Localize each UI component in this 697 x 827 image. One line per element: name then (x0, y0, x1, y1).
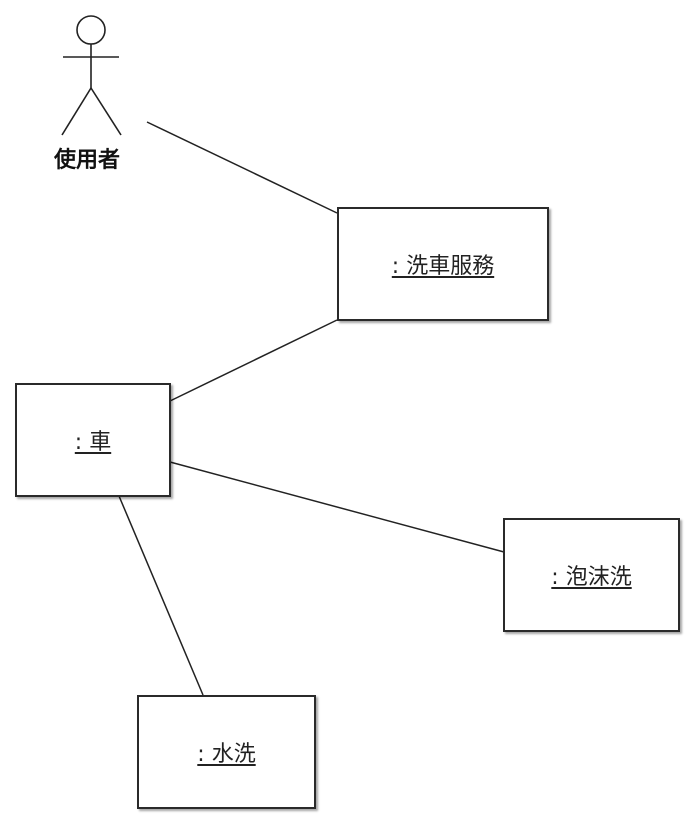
object-car[interactable]: : 車 (15, 383, 171, 497)
actor-left-leg (61, 87, 92, 136)
link-car-foam-wash (169, 461, 505, 553)
object-car-wash-service[interactable]: : 洗車服務 (337, 207, 549, 321)
actor-label: 使用者 (54, 148, 121, 173)
actor-head (76, 15, 106, 45)
link-car-wash-service-car (169, 319, 338, 402)
object-foam-wash[interactable]: : 泡沫洗 (503, 518, 680, 632)
actor-right-leg (90, 87, 122, 136)
object-label: : 泡沫洗 (551, 565, 632, 590)
links (118, 121, 505, 696)
stick-figure-icon (61, 15, 122, 136)
link-car-water-wash (118, 495, 204, 696)
object-water-wash[interactable]: : 水洗 (137, 695, 316, 809)
object-label: : 車 (74, 430, 112, 455)
object-label: : 水洗 (197, 742, 256, 767)
object-label: : 洗車服務 (391, 254, 495, 279)
link-actor-car-wash-service (146, 121, 338, 214)
